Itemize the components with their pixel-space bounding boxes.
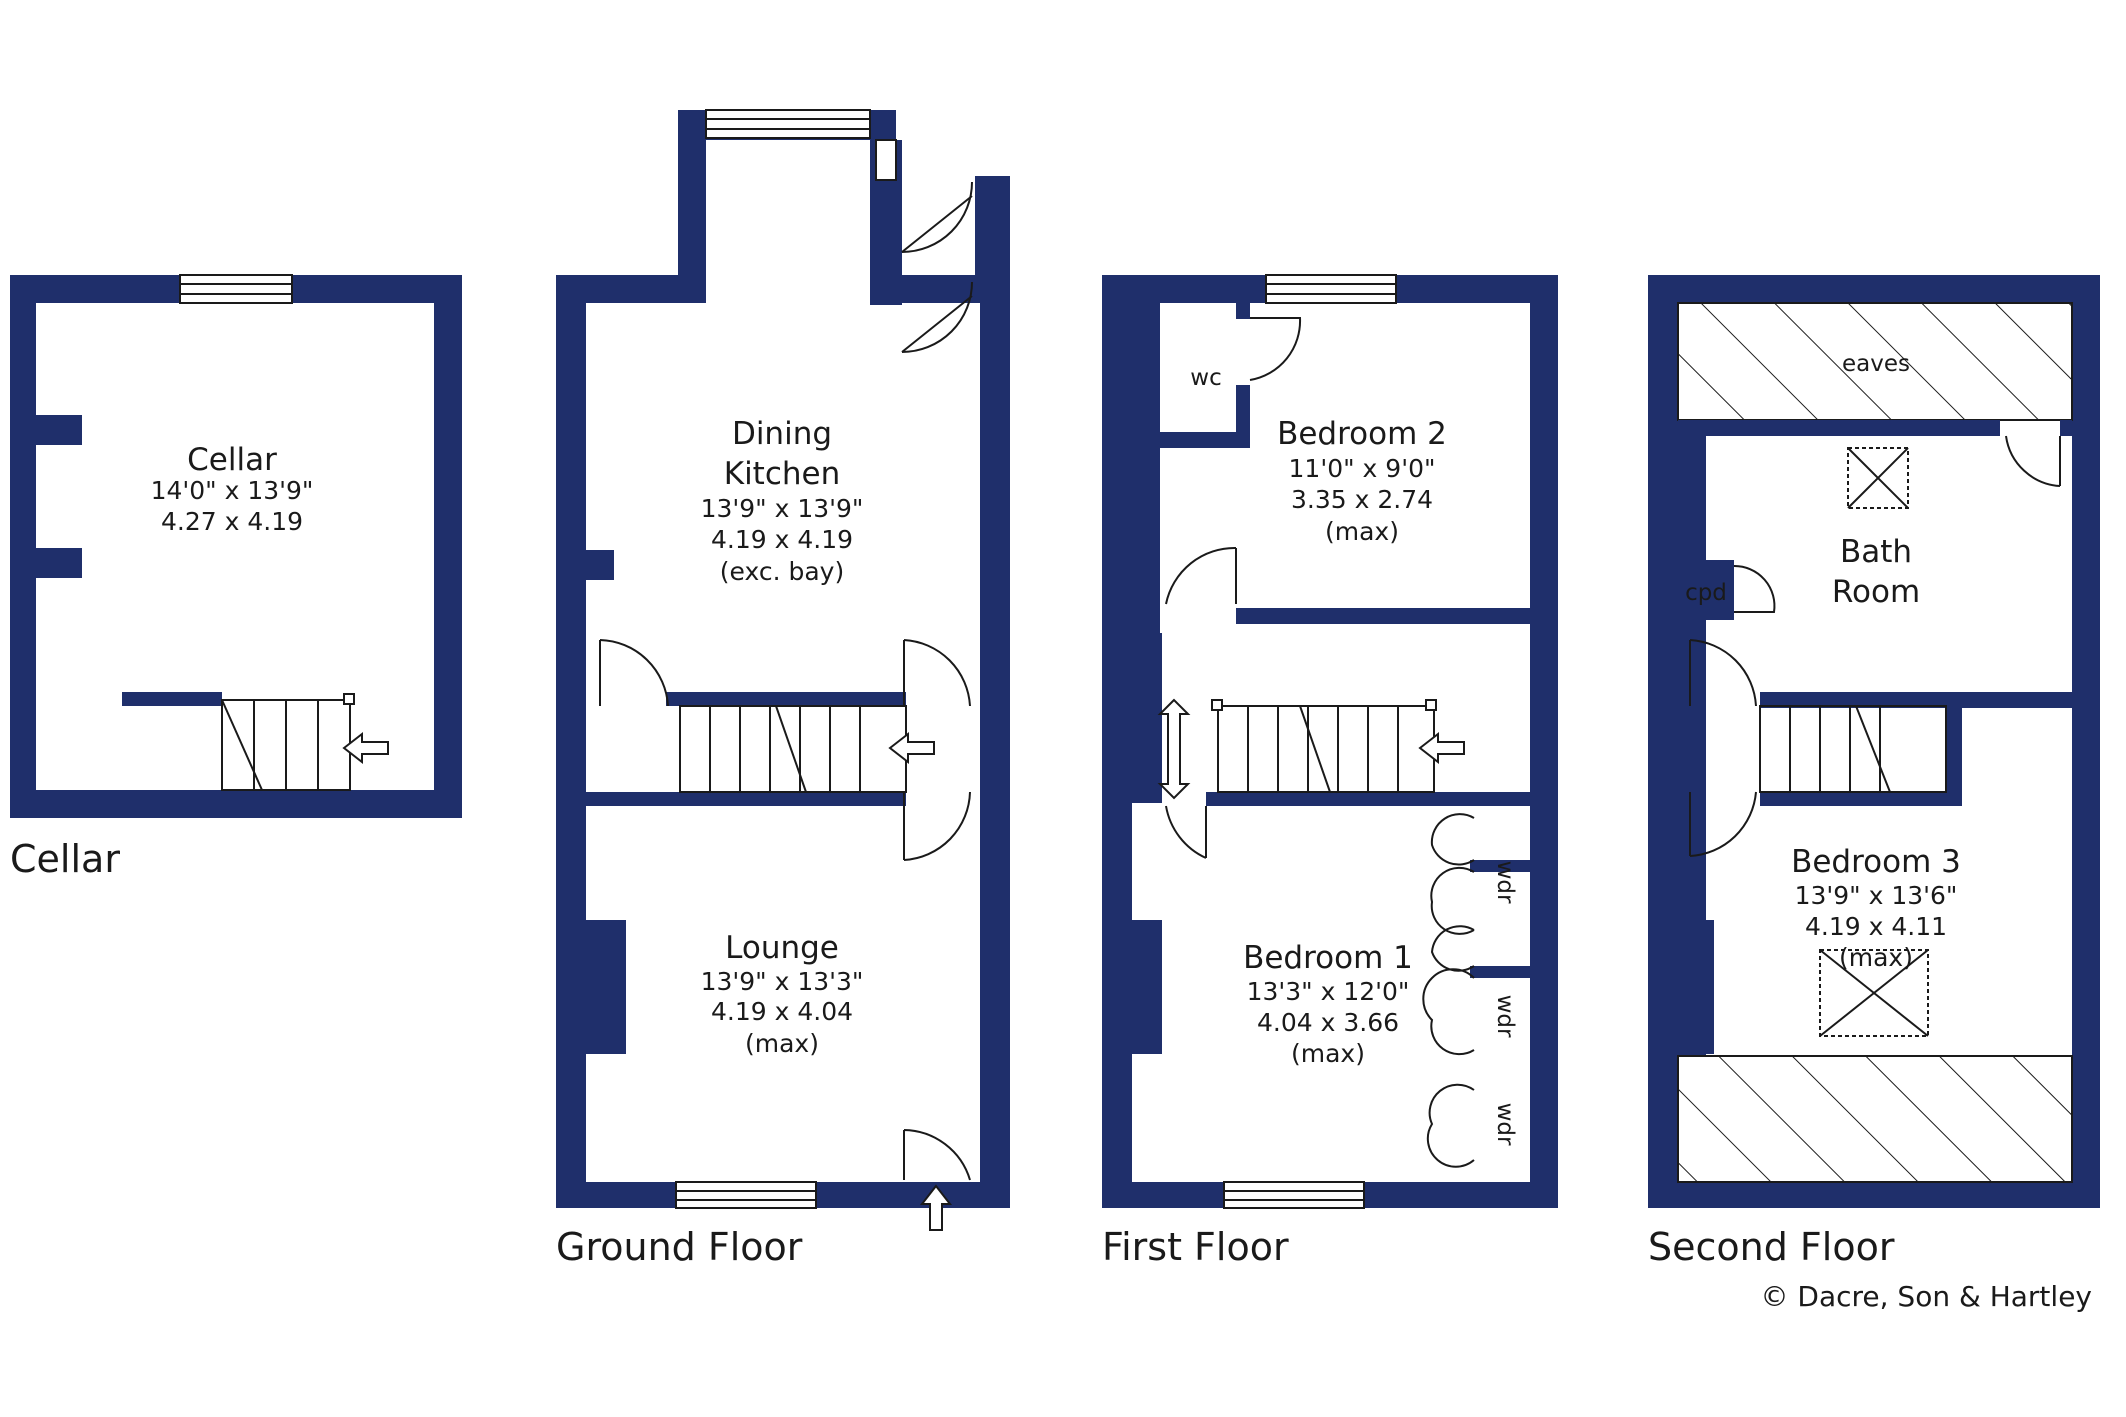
first-floor-label: First Floor <box>1102 1225 1289 1269</box>
back-door <box>901 181 973 253</box>
wardrobe-label-3: wdr <box>1492 1103 1518 1146</box>
wc-label: wc <box>1190 365 1221 391</box>
stairs-arrow-icon <box>342 731 389 765</box>
cellar-dims-metric: 4.27 x 4.19 <box>161 507 303 536</box>
lounge-name: Lounge <box>725 930 839 966</box>
second-floor-plan: cpd eaves Bath Room Bedroom 3 13'9" x 13… <box>1648 275 2100 1269</box>
cellar-room-name: Cellar <box>187 442 277 478</box>
cellar-floor-label: Cellar <box>10 837 120 881</box>
stairs-arrow-icon <box>888 731 935 765</box>
lounge-note: (max) <box>745 1029 819 1058</box>
wardrobe-label-2: wdr <box>1492 995 1518 1038</box>
cellar-stairs <box>221 693 389 791</box>
lounge-window <box>675 1181 817 1209</box>
bedroom2-window <box>1265 274 1397 304</box>
copyright-notice: © Dacre, Son & Hartley <box>1760 1280 2092 1313</box>
lounge-dims-metric: 4.19 x 4.04 <box>711 997 853 1026</box>
wardrobe-label-1: wdr <box>1492 861 1518 904</box>
stairs-arrow-icon <box>1418 731 1465 765</box>
bedroom3-dims-metric: 4.19 x 4.11 <box>1805 912 1947 941</box>
bedroom1-name: Bedroom 1 <box>1243 940 1413 976</box>
cellar-plan: Cellar 14'0" x 13'9" 4.27 x 4.19 Cellar <box>10 274 462 881</box>
bedroom3-note: (max) <box>1839 943 1913 972</box>
wardrobe-doors <box>1422 813 1475 1168</box>
bedroom1-note: (max) <box>1291 1039 1365 1068</box>
eaves-area-front <box>1677 1055 2073 1183</box>
dining-kitchen-note: (exc. bay) <box>720 557 844 586</box>
dining-kitchen-name-line1: Dining <box>732 416 832 452</box>
eaves-label: eaves <box>1842 351 1910 377</box>
bathroom-name-line2: Room <box>1832 574 1920 610</box>
cupboard-label: cpd <box>1685 580 1727 606</box>
bedroom1-dims-imperial: 13'3" x 12'0" <box>1247 977 1410 1006</box>
cellar-dims-imperial: 14'0" x 13'9" <box>151 476 314 505</box>
cellar-window <box>179 274 293 304</box>
bedroom3-name: Bedroom 3 <box>1791 844 1961 880</box>
bedroom2-dims-imperial: 11'0" x 9'0" <box>1289 454 1436 483</box>
bedroom2-name: Bedroom 2 <box>1277 416 1447 452</box>
ground-floor-plan: Dining Kitchen 13'9" x 13'9" 4.19 x 4.19… <box>556 109 1010 1269</box>
bedroom1-window <box>1223 1181 1365 1209</box>
bay-window <box>705 109 871 139</box>
bedroom1-dims-metric: 4.04 x 3.66 <box>1257 1008 1399 1037</box>
ground-stairs <box>679 705 935 793</box>
dining-kitchen-dims-metric: 4.19 x 4.19 <box>711 525 853 554</box>
bedroom2-dims-metric: 3.35 x 2.74 <box>1291 485 1433 514</box>
dining-kitchen-name-line2: Kitchen <box>724 456 841 492</box>
bathroom-name-line1: Bath <box>1840 534 1912 570</box>
second-stairs <box>1759 705 1947 793</box>
lounge-dims-imperial: 13'9" x 13'3" <box>701 967 864 996</box>
cupboard-door <box>1733 564 1776 613</box>
ground-floor-label: Ground Floor <box>556 1225 803 1269</box>
first-floor-plan: wc wdr wdr wdr Bedroom 2 <box>1102 274 1558 1269</box>
first-stairs <box>1157 698 1465 800</box>
entrance-arrow-icon <box>919 1184 953 1231</box>
bedroom3-dims-imperial: 13'9" x 13'6" <box>1795 881 1958 910</box>
second-floor-label: Second Floor <box>1648 1225 1895 1269</box>
bedroom2-note: (max) <box>1325 517 1399 546</box>
landing-updown-arrow-icon <box>1157 698 1191 800</box>
dining-kitchen-dims-imperial: 13'9" x 13'9" <box>701 494 864 523</box>
eaves-area <box>1677 302 2073 421</box>
